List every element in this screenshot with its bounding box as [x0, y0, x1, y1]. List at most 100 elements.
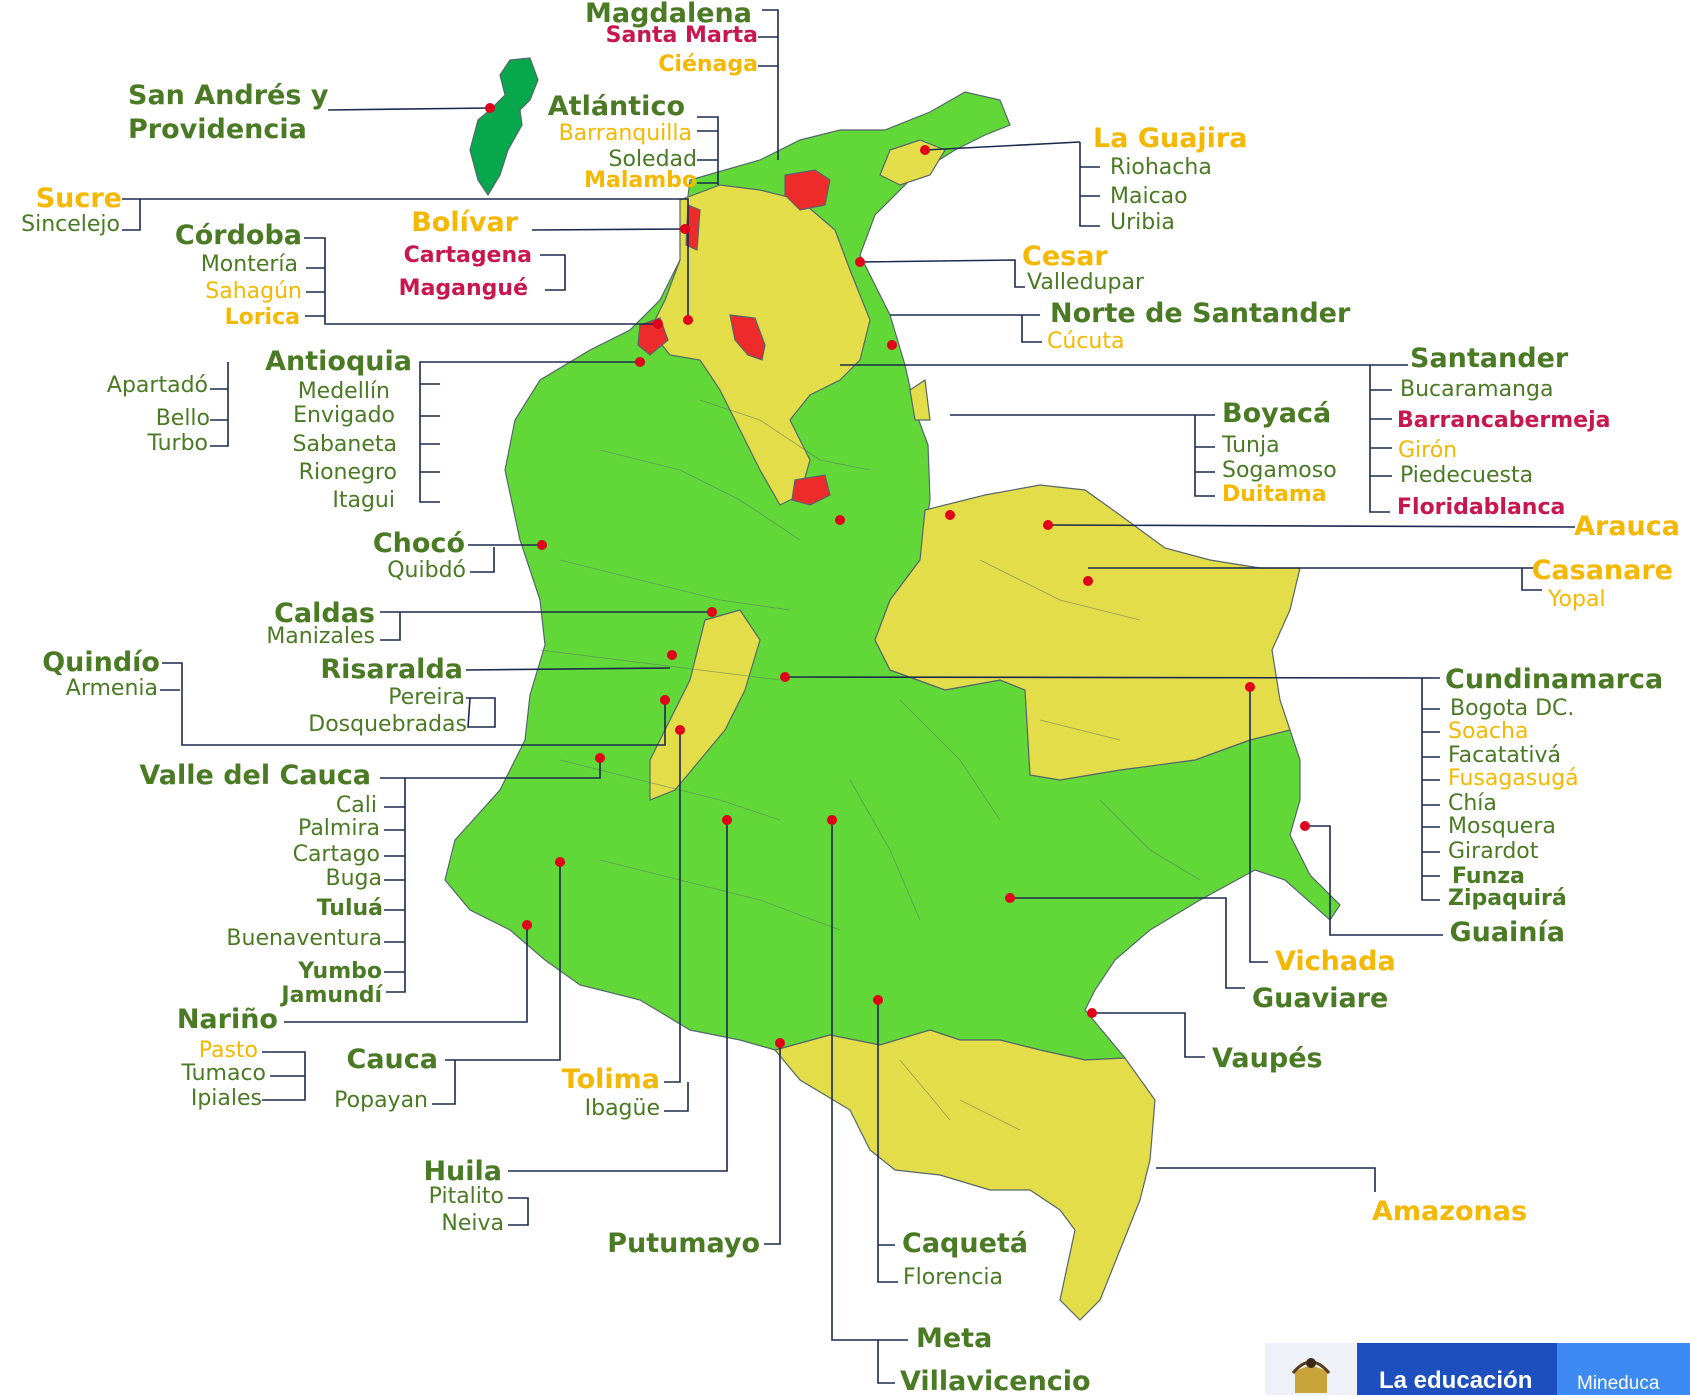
label-piedecuesta: Piedecuesta	[1400, 463, 1534, 488]
city-marker	[683, 315, 693, 325]
region-red-magdalena	[784, 169, 831, 211]
footer-brand: Mineduca	[1557, 1343, 1690, 1395]
city-marker	[680, 224, 690, 234]
region-east-yellow	[874, 484, 1301, 781]
label-cauca: Cauca	[346, 1044, 438, 1075]
city-marker	[722, 815, 732, 825]
label-rionegro: Rionegro	[298, 460, 397, 485]
label-vaupes: Vaupés	[1212, 1043, 1323, 1074]
label-guaviare: Guaviare	[1252, 983, 1389, 1014]
leader-line	[877, 1000, 898, 1283]
label-zipaquira: Zipaquirá	[1448, 886, 1567, 911]
label-tulua: Tuluá	[316, 896, 383, 921]
leader-line	[465, 667, 671, 671]
leader-line	[508, 1197, 529, 1226]
city-marker	[537, 540, 547, 550]
label-caqueta: Caquetá	[902, 1228, 1029, 1259]
label-chia: Chía	[1448, 791, 1497, 816]
city-marker	[635, 357, 645, 367]
label-maicao: Maicao	[1110, 184, 1188, 209]
label-bello: Bello	[155, 406, 210, 431]
city-marker	[887, 340, 897, 350]
leader-line	[508, 820, 728, 1172]
label-lorica: Lorica	[224, 305, 300, 330]
label-choco: Chocó	[372, 528, 465, 559]
label-itagui: Itagui	[332, 488, 395, 513]
city-marker	[1087, 1008, 1097, 1018]
label-sahagun: Sahagún	[205, 279, 302, 304]
label-santander: Santander	[1410, 343, 1569, 374]
region-tolima-yellow	[649, 609, 761, 801]
leader-line	[764, 1043, 781, 1245]
label-cucuta: Cúcuta	[1047, 329, 1125, 354]
label-cienaga: Ciénaga	[658, 52, 758, 77]
label-tumaco: Tumaco	[181, 1061, 266, 1086]
leader-line	[284, 925, 528, 1023]
label-casanare: Casanare	[1531, 555, 1673, 586]
label-meta: Meta	[916, 1323, 993, 1354]
leader-line	[1521, 568, 1542, 591]
label-turbo: Turbo	[147, 431, 208, 456]
leader-line	[445, 862, 561, 1061]
city-marker	[827, 815, 837, 825]
leader-line	[540, 254, 566, 291]
leader-line	[664, 1082, 689, 1112]
label-manizales: Manizales	[266, 624, 375, 649]
label-malambo: Malambo	[584, 168, 697, 193]
leader-line	[304, 237, 658, 325]
city-marker	[707, 607, 717, 617]
label-cundinamarca: Cundinamarca	[1445, 664, 1664, 695]
label-mosquera: Mosquera	[1448, 814, 1556, 839]
city-marker	[1005, 893, 1015, 903]
label-armenia: Armenia	[65, 676, 158, 701]
leader-line	[1249, 687, 1268, 963]
region-red-sucre	[729, 314, 766, 361]
label-palmira: Palmira	[298, 816, 380, 841]
label-neiva: Neiva	[441, 1211, 504, 1236]
label-florencia: Florencia	[903, 1265, 1003, 1290]
label-narino: Nariño	[176, 1004, 278, 1035]
leader-line	[1092, 1012, 1205, 1058]
leader-line	[380, 612, 401, 641]
city-marker	[780, 672, 790, 682]
label-valledupar: Valledupar	[1027, 270, 1144, 295]
label-monteria: Montería	[200, 252, 298, 277]
leader-line	[877, 1340, 895, 1384]
label-guainia: Guainía	[1449, 917, 1565, 948]
label-cartago: Cartago	[292, 842, 380, 867]
label-cesar: Cesar	[1022, 241, 1108, 272]
label-bogota: Bogota DC.	[1450, 696, 1575, 721]
city-marker	[555, 857, 565, 867]
label-floridablanca: Floridablanca	[1397, 495, 1566, 520]
label-soacha: Soacha	[1448, 719, 1529, 744]
label-caldas: Caldas	[274, 598, 375, 629]
leader-line	[470, 547, 495, 573]
label-san-andres-1: San Andrés y	[128, 80, 329, 111]
label-huila: Huila	[423, 1156, 502, 1187]
label-amazonas: Amazonas	[1372, 1196, 1528, 1227]
label-pasto: Pasto	[198, 1038, 258, 1063]
label-cartagena: Cartagena	[403, 243, 532, 268]
label-cordoba: Córdoba	[174, 220, 302, 251]
label-sucre: Sucre	[35, 183, 122, 214]
label-facatativa: Facatativá	[1448, 743, 1562, 768]
label-arauca: Arauca	[1574, 511, 1680, 542]
leader-line	[1021, 315, 1042, 343]
leader-line	[1156, 1167, 1376, 1192]
ministry-footer-banner: La educación Mineduca	[1265, 1343, 1690, 1395]
label-magangue: Magangué	[398, 276, 528, 301]
leader-line	[327, 107, 491, 111]
label-villavicencio: Villavicencio	[900, 1366, 1091, 1397]
city-marker	[653, 319, 663, 329]
city-marker	[1083, 576, 1093, 586]
city-marker	[667, 650, 677, 660]
leader-line	[1047, 524, 1576, 528]
label-yumbo: Yumbo	[298, 959, 382, 984]
label-bucaramanga: Bucaramanga	[1400, 377, 1554, 402]
city-marker	[595, 753, 605, 763]
label-ipiales: Ipiales	[190, 1086, 262, 1111]
label-norte-santander: Norte de Santander	[1050, 298, 1351, 329]
label-la-guajira: La Guajira	[1093, 123, 1248, 154]
city-marker	[873, 995, 883, 1005]
